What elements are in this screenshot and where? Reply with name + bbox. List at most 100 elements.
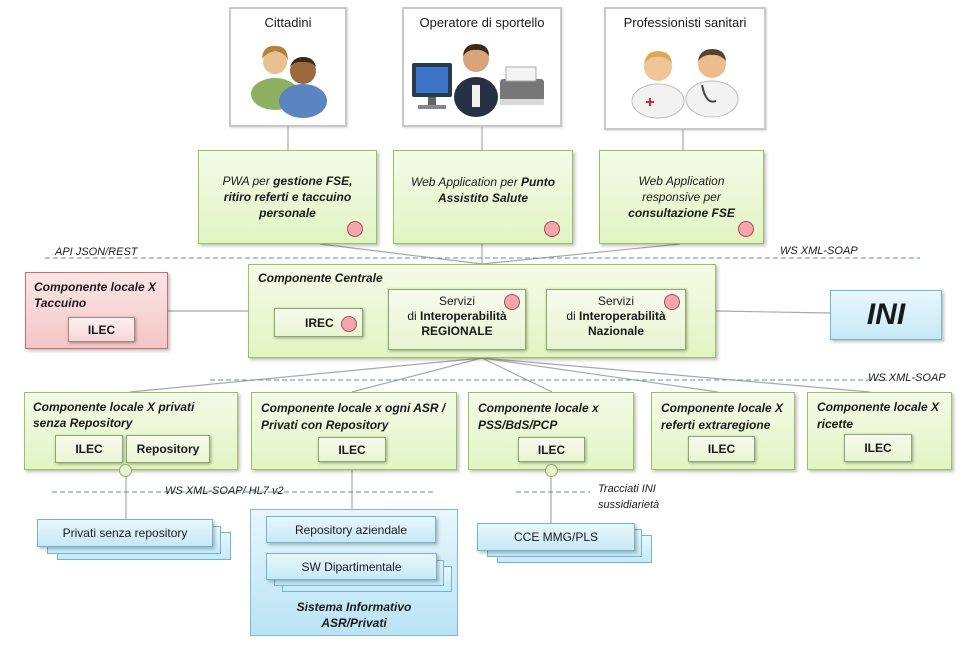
label-api-json-rest: API JSON/REST	[55, 246, 138, 258]
link-central-asr	[351, 357, 483, 393]
asr-title-line2: Privati con Repository	[261, 418, 389, 432]
citizens-icon	[251, 45, 327, 118]
privati-title-line2: senza Repository	[33, 416, 133, 430]
sistema-label-line1: Sistema Informativo	[296, 600, 412, 614]
label-tracciati-ini: Tracciati INI sussidiarietà	[598, 481, 659, 513]
link-central-ini	[715, 310, 831, 314]
label-tracciati-line1: Tracciati INI	[598, 483, 656, 495]
irec-box: IREC	[274, 308, 363, 337]
reg-bold1: Interoperabilità	[420, 309, 507, 323]
component-privati-title: Componente locale X privati senza Reposi…	[33, 399, 194, 431]
actor-title: Professionisti sanitari	[623, 15, 747, 30]
component-pss-bds-pcp: Componente locale x PSS/BdS/PCP ILEC	[468, 392, 634, 470]
link-central-privati	[129, 357, 483, 393]
ilec-asr: ILEC	[318, 437, 386, 462]
cce-mmg-pls: CCE MMG/PLS	[477, 523, 635, 551]
repository-privati: Repository	[126, 435, 210, 463]
component-centrale: Componente Centrale IREC Servizi di Inte…	[248, 264, 716, 358]
ilec-referti: ILEC	[688, 436, 755, 462]
servizi-interoperabilita-nazionale: Servizi di Interoperabilità Nazionale	[546, 289, 686, 350]
component-referti-extraregione: Componente locale X referti extraregione…	[651, 392, 795, 470]
status-dot	[504, 294, 520, 310]
component-asr-privati-con-repository: Componente locale x ogni ASR / Privati c…	[251, 392, 457, 470]
actor-operatore: Operatore di sportello	[402, 7, 562, 127]
app-pwa-bold3: personale	[259, 206, 316, 220]
label-ws-hl7: WS XML-SOAP/ HL7 v2	[165, 485, 284, 497]
component-pss-title: Componente locale x PSS/BdS/PCP	[478, 400, 599, 434]
component-ricette-title: Componente locale X ricette	[817, 399, 939, 433]
sistema-informativo-label: Sistema Informativo ASR/Privati	[251, 599, 457, 631]
servizi-interoperabilita-regionale: Servizi di Interoperabilità REGIONALE	[388, 289, 526, 350]
ricette-title-line2: ricette	[817, 417, 854, 431]
privati-senza-repository: Privati senza repository	[37, 519, 213, 547]
status-dot	[544, 221, 560, 237]
app-webapp1-prefix: Web Application per	[410, 175, 522, 189]
operator-desk-icon	[412, 44, 544, 117]
actor-title: Operatore di sportello	[419, 15, 545, 30]
ilec-pss: ILEC	[518, 437, 585, 462]
component-taccuino-title: Componente locale X Taccuino	[34, 279, 156, 311]
actor-title: Cittadini	[264, 15, 312, 30]
app-webapp-consultazione: Web Application responsive per consultaz…	[599, 150, 764, 244]
app-webapp1-bold1: Punto	[521, 175, 556, 189]
app-webapp2-bold1: consultazione FSE	[628, 206, 735, 220]
reg-prefix: di	[407, 309, 420, 323]
doctors-icon	[631, 49, 739, 119]
actor-professionisti: Professionisti sanitari	[604, 7, 766, 130]
app-pwa: PWA per gestione FSE, ritiro referti e t…	[198, 150, 377, 244]
link-pwa-central	[319, 243, 483, 265]
link-webapp2-central	[481, 243, 681, 265]
app-webapp1-bold2: Assistito Salute	[437, 191, 529, 205]
actor-cittadini: Cittadini	[229, 7, 347, 127]
connector-dot	[119, 464, 132, 477]
ilec-privati: ILEC	[55, 435, 123, 463]
ini-box: INI	[830, 290, 942, 340]
referti-title-line1: Componente locale X	[661, 401, 784, 415]
status-dot	[738, 221, 754, 237]
component-privati-senza-repository: Componente locale X privati senza Reposi…	[24, 392, 238, 470]
ricette-title-line1: Componente locale X	[817, 400, 940, 414]
irec-label: IREC	[305, 315, 334, 330]
naz-prefix: di	[566, 309, 579, 323]
app-pwa-bold2: ritiro referti e taccuino	[223, 190, 352, 204]
reg-bold2: REGIONALE	[421, 324, 493, 338]
status-dot	[664, 294, 680, 310]
ilec-taccuino: ILEC	[68, 317, 135, 342]
label-ws-xml-soap-mid: WS XML-SOAP	[868, 372, 946, 384]
asr-title-line1: Componente locale x ogni ASR /	[261, 401, 446, 415]
ilec-ricette: ILEC	[844, 434, 912, 462]
connector-dot	[545, 464, 558, 477]
status-dot	[347, 221, 363, 237]
label-ws-xml-soap-top: WS XML-SOAP	[780, 245, 858, 257]
taccuino-title-line1: Componente locale X	[34, 280, 157, 294]
naz-bold1: Interoperabilità	[579, 309, 666, 323]
sistema-label-line2: ASR/Privati	[321, 616, 387, 630]
app-webapp-punto-assistito: Web Application per Punto Assistito Salu…	[393, 150, 573, 244]
app-pwa-prefix: PWA per	[222, 174, 274, 188]
app-webapp2-line1: Web Application	[638, 174, 725, 188]
taccuino-title-line2: Taccuino	[34, 296, 87, 310]
reg-line1: Servizi	[438, 294, 475, 308]
referti-title-line2: referti extraregione	[661, 418, 771, 432]
sw-dipartimentale: SW Dipartimentale	[266, 553, 437, 580]
component-referti-title: Componente locale X referti extraregione	[661, 400, 783, 434]
repository-aziendale: Repository aziendale	[266, 516, 436, 543]
pss-title-line1: Componente locale x	[478, 401, 599, 415]
sistema-informativo-asr-privati: Repository aziendale SW Dipartimentale S…	[250, 509, 458, 636]
naz-line1: Servizi	[597, 294, 634, 308]
link-central-referti	[481, 357, 719, 393]
app-pwa-bold1: gestione FSE,	[273, 174, 353, 188]
component-asr-title: Componente locale x ogni ASR / Privati c…	[261, 400, 445, 434]
component-taccuino: Componente locale X Taccuino ILEC	[25, 272, 168, 349]
naz-bold2: Nazionale	[587, 324, 644, 338]
link-central-ricette	[481, 357, 871, 393]
pss-title-line2: PSS/BdS/PCP	[478, 418, 558, 432]
privati-title-line1: Componente locale X privati	[33, 400, 195, 414]
status-dot	[341, 316, 357, 332]
link-central-pss	[481, 357, 553, 393]
app-webapp2-line2: responsive per	[642, 190, 721, 204]
component-ricette: Componente locale X ricette ILEC	[807, 392, 952, 470]
component-centrale-title: Componente Centrale	[258, 271, 383, 285]
label-tracciati-line2: sussidiarietà	[598, 499, 660, 511]
